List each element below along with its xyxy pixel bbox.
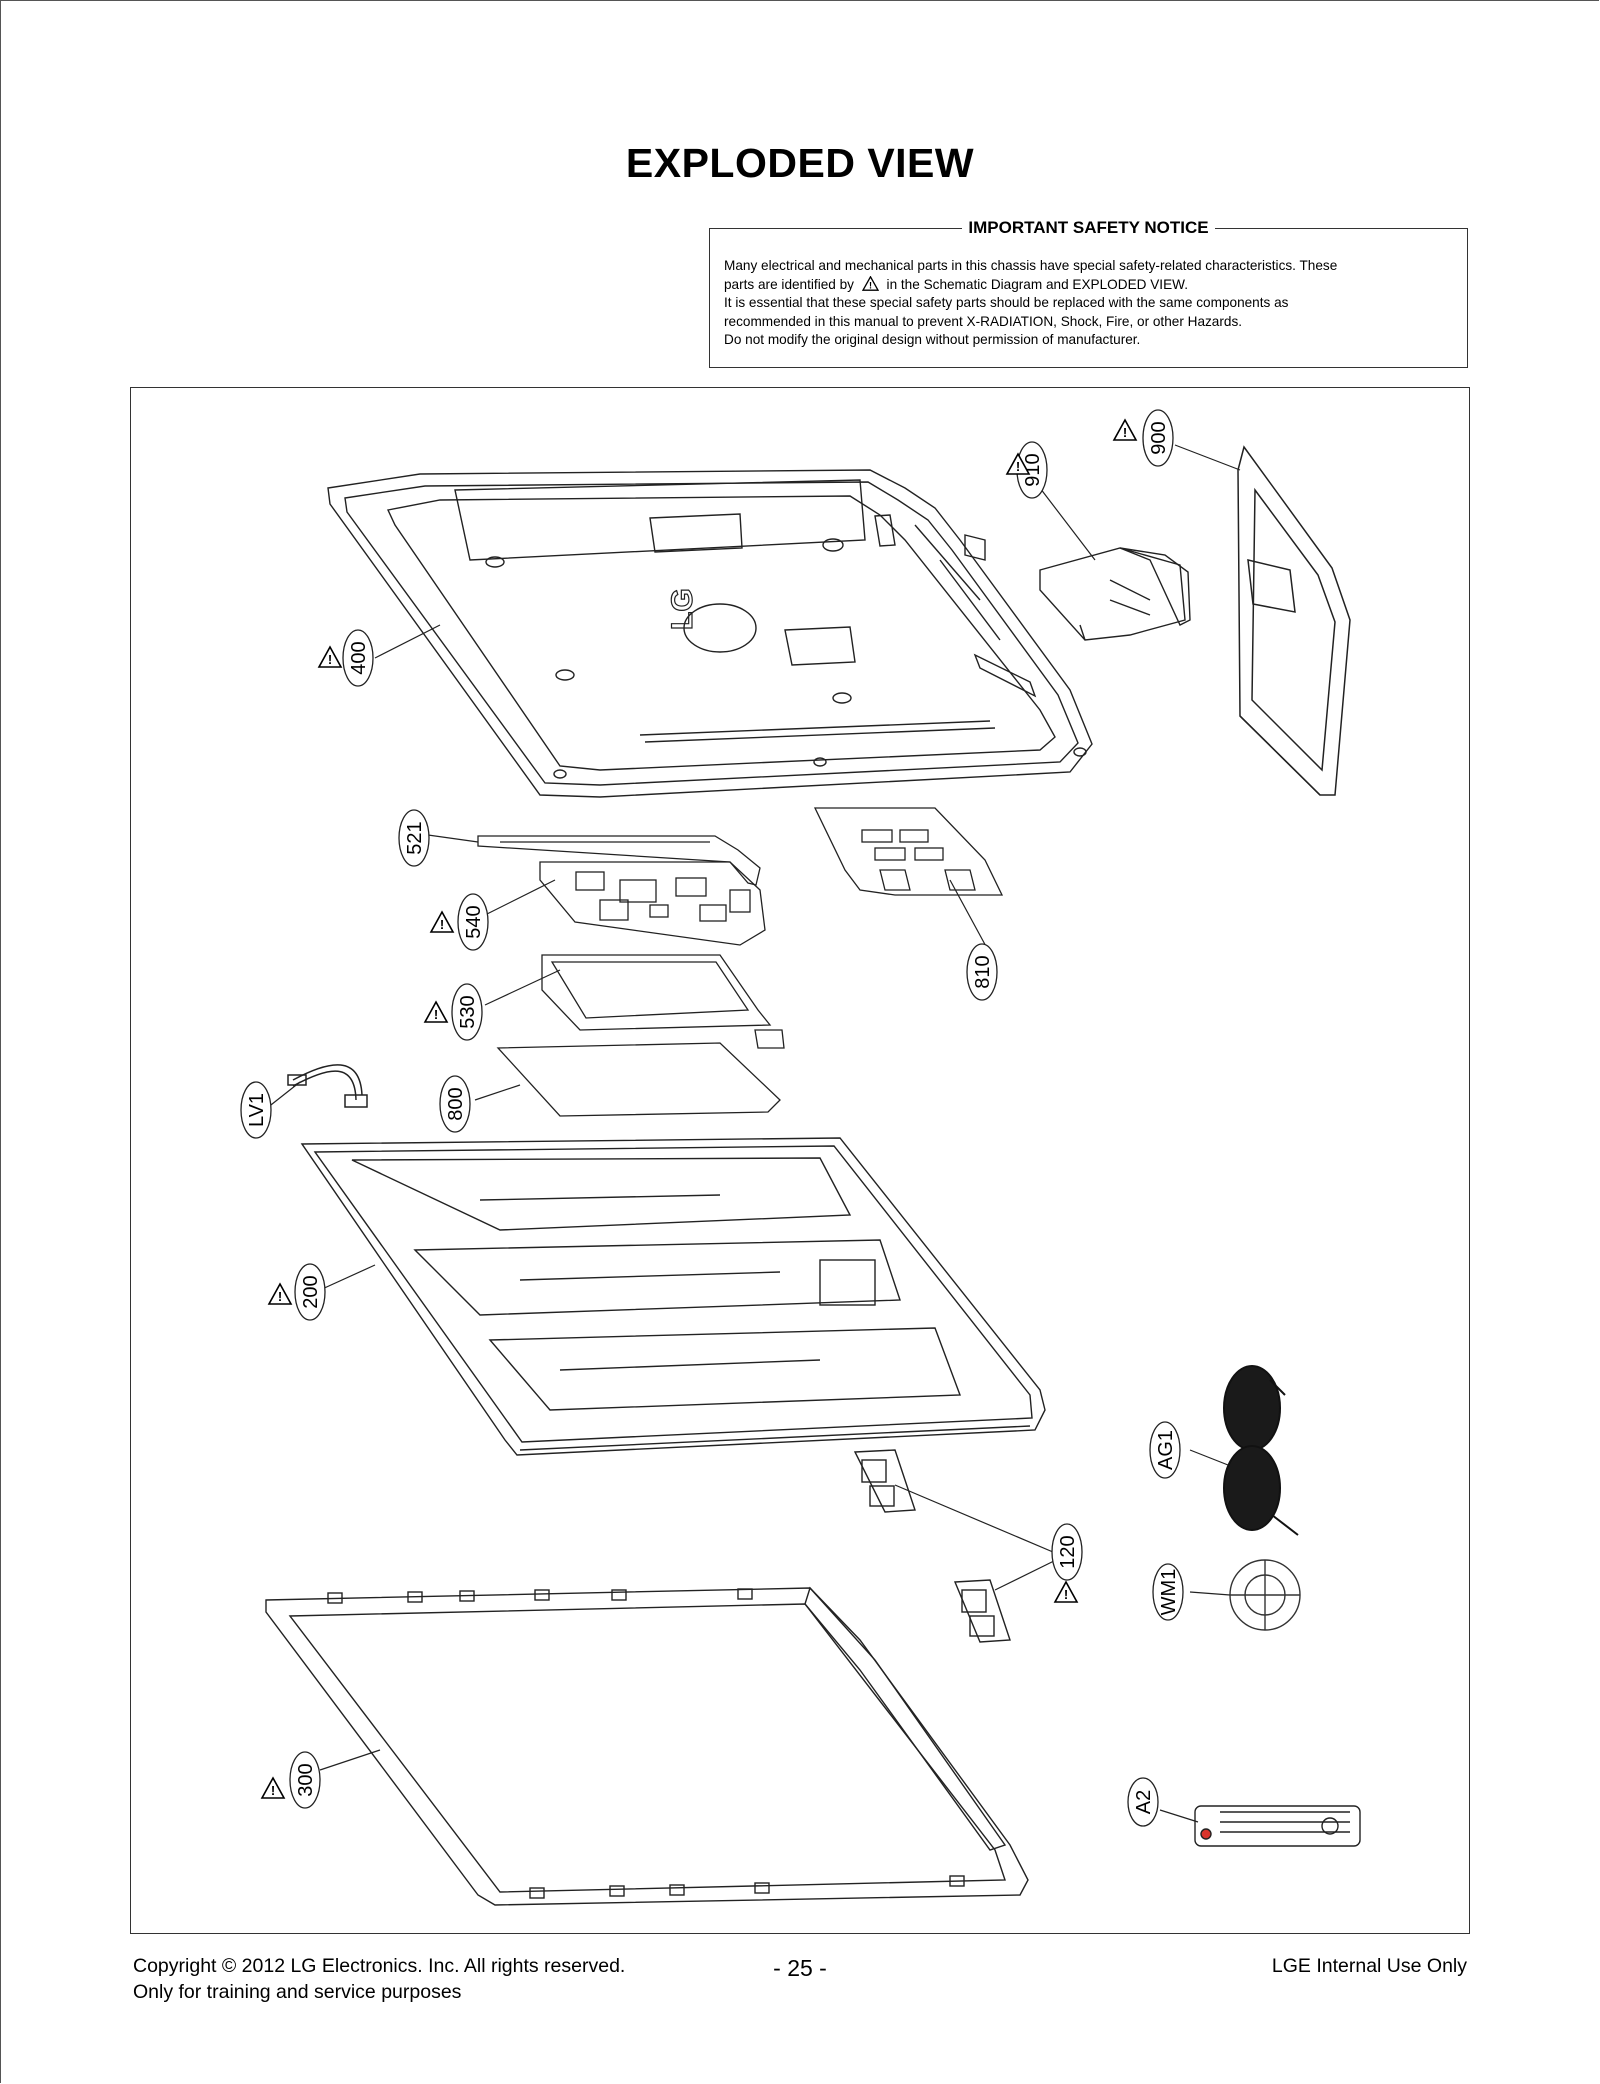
part-callout-wm1: WM1 xyxy=(1152,1563,1184,1621)
part-label: 800 xyxy=(445,1087,467,1120)
lg-logo: LG xyxy=(665,588,699,631)
part-label: WM1 xyxy=(1158,1569,1180,1616)
insulator-sheet-part xyxy=(496,1042,781,1117)
safety-notice-line-2-end: in the Schematic Diagram and EXPLODED VI… xyxy=(886,276,1188,292)
safety-warning-icon xyxy=(424,1001,448,1023)
lg-logo-text: LG xyxy=(666,588,699,630)
part-label: 300 xyxy=(295,1763,317,1796)
part-label: 910 xyxy=(1022,453,1044,486)
part-label: 400 xyxy=(348,641,370,674)
safety-notice-line-1: Many electrical and mechanical parts in … xyxy=(724,258,1338,273)
power-board-part xyxy=(541,954,785,1049)
shield-bracket-part xyxy=(477,835,761,886)
part-callout-400: 400 xyxy=(342,629,374,687)
part-callout-810: 810 xyxy=(966,943,998,1001)
safety-warning-icon xyxy=(318,646,342,668)
stand-bracket-part xyxy=(813,807,1004,896)
safety-warning-icon xyxy=(1054,1581,1078,1603)
footer-internal-use: LGE Internal Use Only xyxy=(1271,1955,1467,1977)
back-frame-part xyxy=(300,1137,1046,1456)
page-title: EXPLODED VIEW xyxy=(625,140,975,186)
remote-control-part xyxy=(1194,1805,1361,1847)
safety-warning-icon xyxy=(430,911,454,933)
footer-purpose: Only for training and service purposes xyxy=(133,1981,462,2003)
part-callout-200: 200 xyxy=(294,1263,326,1321)
part-callout-900: 900 xyxy=(1142,409,1174,467)
remote-power-dot xyxy=(1200,1828,1212,1840)
stand-body-part xyxy=(1039,547,1191,641)
leader-lines xyxy=(261,444,1241,1823)
back-cover-part xyxy=(327,469,1093,798)
safety-notice-line-2-start: parts are identified by xyxy=(724,276,854,292)
stand-base-part xyxy=(1237,445,1351,796)
part-label: 900 xyxy=(1148,421,1170,454)
part-callout-lv1: LV1 xyxy=(240,1081,272,1139)
safety-notice-title-wrap: IMPORTANT SAFETY NOTICE xyxy=(710,218,1467,238)
front-bezel-part xyxy=(265,1586,1029,1906)
part-callout-540: 540 xyxy=(457,893,489,951)
part-label: 200 xyxy=(300,1275,322,1308)
3d-glasses-part xyxy=(1223,1365,1299,1536)
footer-copyright: Copyright © 2012 LG Electronics. Inc. Al… xyxy=(133,1955,626,1977)
main-board-part xyxy=(539,861,766,946)
part-label: A2 xyxy=(1133,1790,1155,1814)
safety-warning-icon xyxy=(1113,419,1137,441)
part-callout-530: 530 xyxy=(451,983,483,1041)
lvds-cable-part xyxy=(287,1064,368,1108)
part-label: AG1 xyxy=(1155,1430,1177,1470)
safety-warning-icon xyxy=(268,1283,292,1305)
exploded-view-frame xyxy=(130,387,1470,1934)
part-label: 540 xyxy=(463,905,485,938)
part-label: 521 xyxy=(404,821,426,854)
part-callout-300: 300 xyxy=(289,1751,321,1809)
wall-mount-part xyxy=(1229,1559,1301,1631)
part-callout-ag1: AG1 xyxy=(1149,1421,1181,1479)
safety-notice-box: IMPORTANT SAFETY NOTICE Many electrical … xyxy=(709,218,1468,368)
speaker-part xyxy=(853,1449,1011,1643)
part-label: 530 xyxy=(457,995,479,1028)
part-callout-521: 521 xyxy=(398,809,430,867)
part-label: LV1 xyxy=(246,1093,268,1127)
part-callout-910: 910 xyxy=(1016,441,1048,499)
warning-mark: ! xyxy=(869,280,872,290)
part-callout-120: 120 xyxy=(1051,1523,1083,1581)
safety-notice-body: Many electrical and mechanical parts in … xyxy=(724,257,1453,350)
safety-notice-line-2: parts are identified by ! in the Schemat… xyxy=(724,275,1453,295)
warning-triangle-icon: ! xyxy=(861,275,879,291)
safety-notice-line-4: recommended in this manual to prevent X-… xyxy=(724,313,1243,329)
part-label: 120 xyxy=(1057,1535,1079,1568)
safety-notice-title: IMPORTANT SAFETY NOTICE xyxy=(962,218,1215,237)
safety-notice-line-5: Do not modify the original design withou… xyxy=(724,332,1141,347)
safety-warning-icon xyxy=(261,1777,285,1799)
part-callout-800: 800 xyxy=(439,1075,471,1133)
part-label: 810 xyxy=(972,955,994,988)
part-callout-a2: A2 xyxy=(1127,1777,1159,1827)
safety-notice-line-3: It is essential that these special safet… xyxy=(724,295,1289,310)
page-number: - 25 - xyxy=(773,1955,827,1981)
